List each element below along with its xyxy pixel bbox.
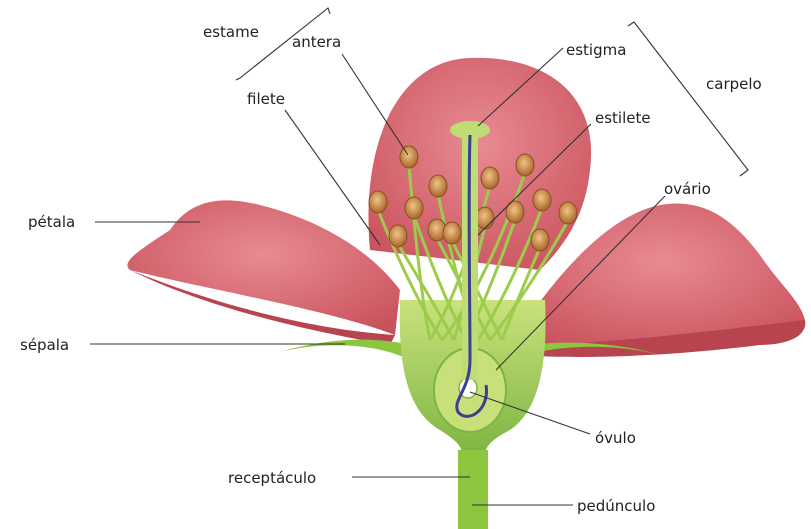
stem — [458, 450, 488, 529]
label-estilete: estilete — [595, 109, 651, 127]
label-ovulo: óvulo — [595, 429, 636, 447]
anther — [533, 189, 551, 211]
label-estigma: estigma — [566, 41, 626, 59]
anther — [369, 191, 387, 213]
label-estame: estame — [203, 23, 259, 41]
label-receptaculo: receptáculo — [228, 469, 316, 487]
anther — [559, 202, 577, 224]
carpelo-bracket — [628, 22, 748, 176]
anther — [531, 229, 549, 251]
label-pedunculo: pedúnculo — [577, 497, 655, 515]
label-sepala: sépala — [20, 336, 69, 354]
label-ovario: ovário — [664, 180, 711, 198]
anther — [516, 154, 534, 176]
label-petala: pétala — [28, 213, 75, 231]
anther — [400, 146, 418, 168]
anther — [481, 167, 499, 189]
label-carpelo: carpelo — [706, 75, 762, 93]
anther — [389, 225, 407, 247]
anther — [476, 207, 494, 229]
anther — [443, 222, 461, 244]
anther — [405, 197, 423, 219]
left-sepal — [280, 340, 410, 360]
label-antera: antera — [292, 33, 341, 51]
label-filete: filete — [247, 90, 285, 108]
anther — [429, 175, 447, 197]
